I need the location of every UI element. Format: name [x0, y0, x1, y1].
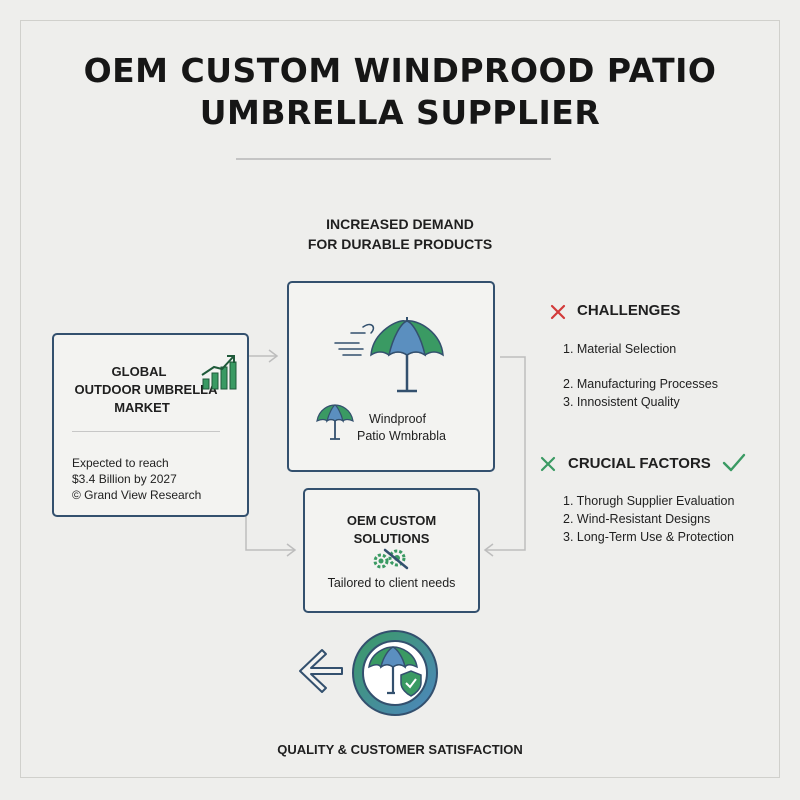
challenge-item-2: 2. Manufacturing Processes — [563, 377, 718, 391]
market-title: GLOBAL OUTDOOR UMBRELLA MARKET — [74, 364, 218, 415]
market-divider — [72, 431, 220, 432]
factors-heading: CRUCIAL FACTORS — [568, 455, 711, 472]
product-label: Windproof Patio Wmbrabla — [357, 412, 446, 443]
solutions-subtitle: Tailored to client needs — [327, 576, 456, 590]
challenges-x-mark-icon — [550, 304, 566, 320]
connector-market-to-product — [245, 355, 276, 413]
title-divider — [236, 158, 551, 160]
small-umbrella-icon — [316, 404, 354, 440]
page-title: OEM CUSTOM WINDPROOD PATIO UMBRELLA SUPP… — [83, 51, 717, 132]
solutions-title: OEM CUSTOM SOLUTIONS — [346, 513, 437, 546]
growth-chart-icon — [201, 355, 237, 390]
check-mark-icon — [722, 453, 746, 472]
factor-item-1: 1. Thorugh Supplier Evaluation — [563, 494, 735, 508]
factors-x-mark-icon — [540, 456, 556, 472]
factor-item-2: 2. Wind-Resistant Designs — [563, 512, 711, 526]
market-detail: Expected to reach $3.4 Billion by 2027 ©… — [72, 456, 202, 502]
connector-arrowhead — [483, 543, 494, 557]
challenge-item-1: 1. Material Selection — [563, 342, 677, 356]
connector-arrowhead — [286, 543, 297, 557]
outer-frame — [20, 20, 780, 778]
quality-caption: QUALITY & CUSTOMER SATISFACTION — [277, 742, 523, 757]
connector-market-to-solutions — [245, 472, 295, 551]
product-box: Windproof Patio Wmbrabla — [287, 281, 495, 472]
quality-badge — [352, 630, 438, 716]
market-box: GLOBAL OUTDOOR UMBRELLA MARKET Expected … — [52, 333, 249, 517]
challenge-item-3: 3. Innosistent Quality — [563, 395, 680, 409]
factor-item-3: 3. Long-Term Use & Protection — [563, 530, 734, 544]
solutions-box: OEM CUSTOM SOLUTIONS Tailored to client … — [303, 488, 480, 613]
connector-product-to-solutions — [485, 356, 526, 551]
umbrella-icon — [334, 317, 444, 393]
gears-icon — [373, 548, 409, 570]
challenges-heading: CHALLENGES — [577, 302, 681, 319]
left-arrow-icon — [299, 649, 343, 693]
connector-arrowhead — [268, 349, 279, 363]
demand-caption: INCREASED DEMAND FOR DURABLE PRODUCTS — [307, 216, 493, 252]
umbrella-shield-icon — [368, 646, 422, 697]
